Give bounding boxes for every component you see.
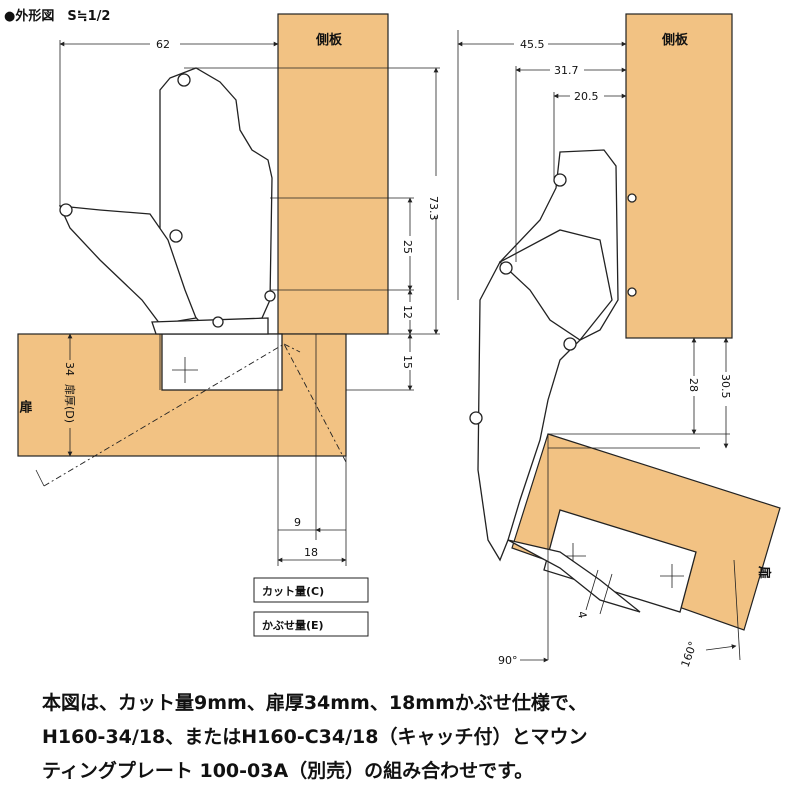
drawing-header: ●外形図 S≒1/2 <box>4 8 110 24</box>
dim-45-5: 45.5 <box>520 38 545 51</box>
left-side-panel <box>277 13 389 335</box>
dim-31-7: 31.7 <box>554 64 579 77</box>
hinge-outline-drawing: ●外形図 S≒1/2 側板 扉 62 <box>4 8 781 669</box>
dim-4: 4 <box>575 610 589 619</box>
dim-28: 28 <box>687 378 700 392</box>
overlay-label: かぶせ量(E) <box>262 619 324 632</box>
right-side-panel-label: 側板 <box>661 32 689 48</box>
left-hinge-cup <box>161 333 283 391</box>
dim-18: 18 <box>304 546 318 559</box>
left-side-panel-label: 側板 <box>315 32 343 48</box>
right-door-label: 扉 <box>756 566 772 579</box>
cut-amount-label: カット量(C) <box>262 585 324 598</box>
dim-30-5: 30.5 <box>719 374 732 399</box>
angle-160: 160° <box>679 640 700 669</box>
overlay-box <box>253 611 369 637</box>
dim-25: 25 <box>401 240 414 254</box>
angle-90: 90° <box>498 654 518 667</box>
left-door-label: 扉 <box>17 399 33 414</box>
dim-34: 34 <box>63 362 76 376</box>
left-hinge-link <box>58 205 197 325</box>
dim-20-5: 20.5 <box>574 90 599 103</box>
dim-73-3: 73.3 <box>427 196 440 221</box>
caption-line-3: ティングプレート 100-03A（別売）の組み合わせです。 <box>42 760 534 782</box>
door-thickness-label: 扉厚(D) <box>63 384 76 423</box>
dim-9: 9 <box>294 516 301 529</box>
caption-line-1: 本図は、カット量9mm、扉厚34mm、18mmかぶせ仕様で、 <box>42 692 588 714</box>
right-door <box>511 433 781 631</box>
right-view: 側板 扉 45.5 31.7 <box>457 13 781 669</box>
left-view: 側板 扉 62 <box>17 13 442 637</box>
dim-12: 12 <box>401 305 414 319</box>
right-side-panel <box>625 13 733 339</box>
dim-15: 15 <box>401 355 414 369</box>
caption-line-2: H160-34/18、またはH160-C34/18（キャッチ付）とマウン <box>42 726 588 748</box>
dim-62: 62 <box>156 38 170 51</box>
drawing-caption: 本図は、カット量9mm、扉厚34mm、18mmかぶせ仕様で、 H160-34/1… <box>42 686 782 788</box>
cut-amount-box <box>253 577 369 603</box>
